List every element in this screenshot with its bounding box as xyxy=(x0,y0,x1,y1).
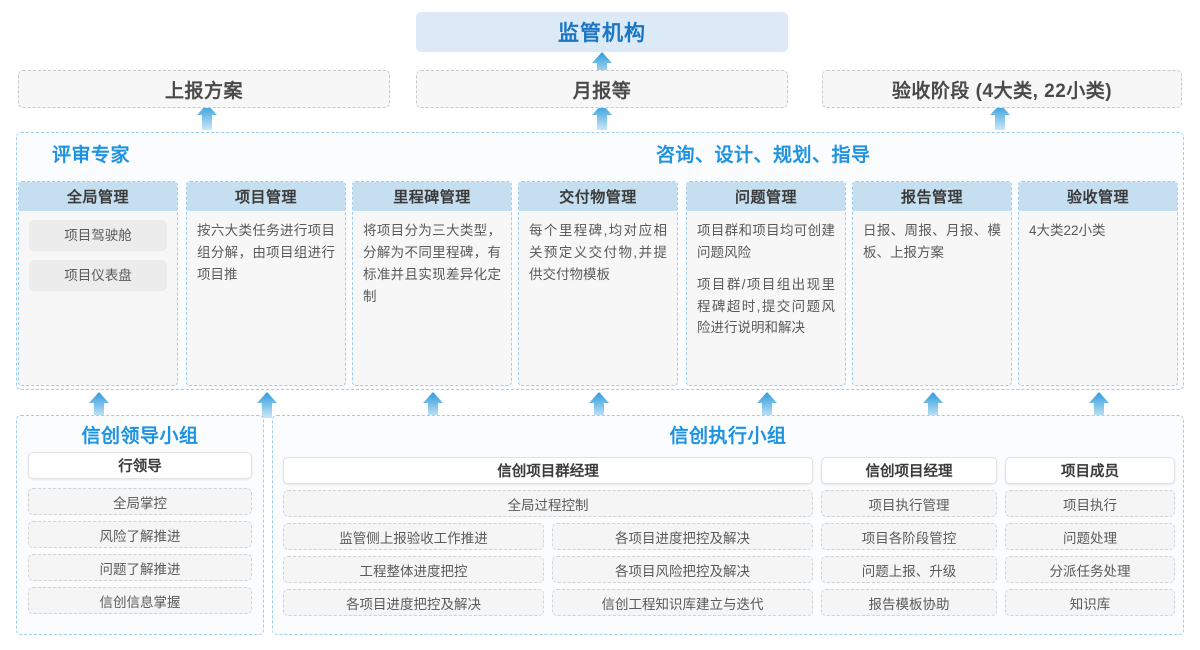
leader-group: 信创领导小组 行领导 全局掌控风险了解推进问题了解推进信创信息掌握 xyxy=(16,415,264,635)
exec-col-program-manager: 信创项目群经理 全局过程控制 监管侧上报验收工作推进工程整体进度把控各项目进度把… xyxy=(283,457,813,616)
capability-column-2[interactable]: 里程碑管理将项目分为三大类型，分解为不同里程碑，有标准并且实现差异化定制 xyxy=(352,181,512,386)
capability-column-body-4: 项目群和项目均可创建问题风险项目群/项目组出现里程碑超时,提交问题风险进行说明和… xyxy=(687,211,845,347)
task-program-manager-right[interactable]: 各项目风险把控及解决 xyxy=(552,556,813,583)
arrow-up-icon-submission-2b xyxy=(591,104,613,130)
task-project-manager[interactable]: 问题上报、升级 xyxy=(821,556,997,583)
task-leader[interactable]: 风险了解推进 xyxy=(28,521,252,548)
exec-col-project-manager: 信创项目经理 项目执行管理项目各阶段管控问题上报、升级报告模板协助 xyxy=(821,457,997,616)
submission-label-2: 验收阶段 (4大类, 22小类) xyxy=(891,80,1113,102)
capability-column-3[interactable]: 交付物管理每个里程碑,均对应相关预定义交付物,并提供交付物模板 xyxy=(518,181,678,386)
task-leader[interactable]: 问题了解推进 xyxy=(28,554,252,581)
role-header-member[interactable]: 项目成员 xyxy=(1005,457,1175,484)
capability-column-body-6: 4大类22小类 xyxy=(1019,211,1177,250)
capability-column-body-1: 按六大类任务进行项目组分解，由项目组进行项目推 xyxy=(187,211,345,294)
task-program-manager-left[interactable]: 工程整体进度把控 xyxy=(283,556,544,583)
leader-group-body: 行领导 全局掌控风险了解推进问题了解推进信创信息掌握 xyxy=(28,452,252,614)
capability-column-header-6: 验收管理 xyxy=(1019,182,1177,211)
capability-column-header-2: 里程碑管理 xyxy=(353,182,511,211)
task-program-manager-left[interactable]: 监管侧上报验收工作推进 xyxy=(283,523,544,550)
arrow-up-icon-column-2 xyxy=(422,392,444,418)
capability-column-5[interactable]: 报告管理日报、周报、月报、模板、上报方案 xyxy=(852,181,1012,386)
capability-column-4[interactable]: 问题管理项目群和项目均可创建问题风险项目群/项目组出现里程碑超时,提交问题风险进… xyxy=(686,181,846,386)
role-header-program-manager[interactable]: 信创项目群经理 xyxy=(283,457,813,484)
arrow-up-icon-submission-3 xyxy=(989,104,1011,130)
exec-group-title: 信创执行小组 xyxy=(669,426,787,447)
leader-group-title: 信创领导小组 xyxy=(81,426,199,447)
band-label-left: 评审专家 xyxy=(52,145,131,166)
task-project-manager[interactable]: 项目各阶段管控 xyxy=(821,523,997,550)
task-member[interactable]: 问题处理 xyxy=(1005,523,1175,550)
submission-box-1[interactable]: 月报等 xyxy=(416,70,788,108)
submission-box-0[interactable]: 上报方案 xyxy=(18,70,390,108)
submission-label-0: 上报方案 xyxy=(164,80,243,102)
capability-column-header-1: 项目管理 xyxy=(187,182,345,211)
capability-paragraph: 项目群/项目组出现里程碑超时,提交问题风险进行说明和解决 xyxy=(697,276,835,336)
role-header-leader[interactable]: 行领导 xyxy=(28,452,252,479)
arrow-up-icon-submission-1 xyxy=(196,104,218,130)
submission-box-2[interactable]: 验收阶段 (4大类, 22小类) xyxy=(822,70,1182,108)
capability-column-body-0: 项目驾驶舱项目仪表盘 xyxy=(19,211,177,308)
task-project-manager[interactable]: 项目执行管理 xyxy=(821,490,997,517)
arrow-up-icon-column-4 xyxy=(756,392,778,418)
capability-pill[interactable]: 项目仪表盘 xyxy=(29,260,167,291)
exec-col-member: 项目成员 项目执行问题处理分派任务处理知识库 xyxy=(1005,457,1175,616)
capability-paragraph: 4大类22小类 xyxy=(1029,223,1106,238)
capability-pill[interactable]: 项目驾驶舱 xyxy=(29,220,167,251)
task-program-manager-right[interactable]: 各项目进度把控及解决 xyxy=(552,523,813,550)
task-member[interactable]: 分派任务处理 xyxy=(1005,556,1175,583)
capability-column-header-5: 报告管理 xyxy=(853,182,1011,211)
capability-paragraph: 项目群和项目均可创建问题风险 xyxy=(697,223,835,260)
task-project-manager[interactable]: 报告模板协助 xyxy=(821,589,997,616)
regulator-box: 监管机构 xyxy=(416,12,788,52)
capability-paragraph: 每个里程碑,均对应相关预定义交付物,并提供交付物模板 xyxy=(529,223,667,282)
capability-paragraph: 日报、周报、月报、模板、上报方案 xyxy=(863,223,1001,260)
capability-column-6[interactable]: 验收管理 4大类22小类 xyxy=(1018,181,1178,386)
capability-column-0[interactable]: 全局管理项目驾驶舱项目仪表盘 xyxy=(18,181,178,386)
arrow-up-icon-column-0 xyxy=(88,392,110,418)
capability-column-body-5: 日报、周报、月报、模板、上报方案 xyxy=(853,211,1011,272)
capability-column-header-4: 问题管理 xyxy=(687,182,845,211)
task-member[interactable]: 项目执行 xyxy=(1005,490,1175,517)
arrow-up-icon-column-5 xyxy=(922,392,944,418)
capability-column-1[interactable]: 项目管理按六大类任务进行项目组分解，由项目组进行项目推 xyxy=(186,181,346,386)
arrow-up-icon-column-6 xyxy=(1088,392,1110,418)
capability-column-header-3: 交付物管理 xyxy=(519,182,677,211)
capability-column-body-2: 将项目分为三大类型，分解为不同里程碑，有标准并且实现差异化定制 xyxy=(353,211,511,315)
submission-label-1: 月报等 xyxy=(572,80,632,102)
task-leader[interactable]: 全局掌控 xyxy=(28,488,252,515)
task-program-manager-overall[interactable]: 全局过程控制 xyxy=(283,490,813,517)
arrow-up-icon-column-1 xyxy=(256,392,278,418)
task-program-manager-right[interactable]: 信创工程知识库建立与迭代 xyxy=(552,589,813,616)
task-program-manager-left[interactable]: 各项目进度把控及解决 xyxy=(283,589,544,616)
role-header-project-manager[interactable]: 信创项目经理 xyxy=(821,457,997,484)
capability-paragraph: 将项目分为三大类型，分解为不同里程碑，有标准并且实现差异化定制 xyxy=(363,223,501,304)
arrow-up-icon-column-3 xyxy=(588,392,610,418)
capability-column-header-0: 全局管理 xyxy=(19,182,177,211)
band-label-right: 咨询、设计、规划、指导 xyxy=(656,145,871,166)
regulator-label: 监管机构 xyxy=(558,22,646,45)
program-manager-task-split: 监管侧上报验收工作推进工程整体进度把控各项目进度把控及解决 各项目进度把控及解决… xyxy=(283,517,813,616)
exec-group: 信创执行小组 信创项目群经理 全局过程控制 监管侧上报验收工作推进工程整体进度把… xyxy=(272,415,1184,635)
capability-column-body-3: 每个里程碑,均对应相关预定义交付物,并提供交付物模板 xyxy=(519,211,677,294)
capability-paragraph: 按六大类任务进行项目组分解，由项目组进行项目推 xyxy=(197,223,335,282)
task-member[interactable]: 知识库 xyxy=(1005,589,1175,616)
task-leader[interactable]: 信创信息掌握 xyxy=(28,587,252,614)
